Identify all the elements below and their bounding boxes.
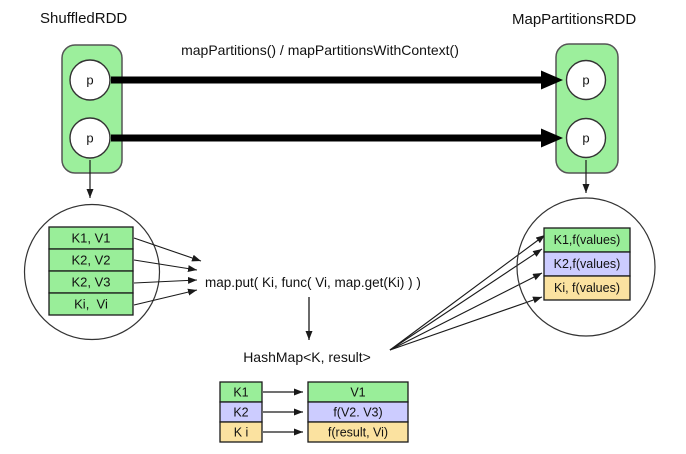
result-row bbox=[543, 275, 631, 301]
right-detail-circle bbox=[516, 197, 656, 337]
thick-arrow-head bbox=[541, 70, 563, 90]
hashmap-value-label: V1 bbox=[350, 386, 365, 400]
left-fan-arrows bbox=[133, 237, 202, 306]
hashmap-value-label: f(V2. V3) bbox=[333, 406, 382, 420]
map-partitions-rdd-title: MapPartitionsRDD bbox=[512, 11, 636, 28]
hashmap-key-label: K1 bbox=[233, 386, 248, 400]
map-partitions-rdd-box: p p bbox=[555, 43, 619, 174]
partition-circle bbox=[69, 59, 111, 101]
kv-row-label: K2, V3 bbox=[71, 275, 110, 290]
partition-p-label: p bbox=[582, 73, 589, 88]
kv-row-label: Ki, Vi bbox=[74, 297, 108, 312]
fan-arrow bbox=[133, 288, 198, 306]
fan-arrow bbox=[389, 296, 543, 351]
hashmap-table: K1 K2 K i V1 f(V2. V3) f(result, Vi) bbox=[219, 381, 409, 443]
partition-circle bbox=[69, 117, 111, 159]
fan-arrow bbox=[389, 272, 543, 351]
kv-row-label: K1, V1 bbox=[71, 231, 110, 246]
right-partition-detail: K1,f(values) K2,f(values) Ki, f(values) bbox=[516, 197, 656, 337]
fan-arrow bbox=[133, 276, 198, 284]
shuffled-rdd-box: p p bbox=[61, 44, 123, 174]
hashmap-value-cell bbox=[307, 421, 409, 443]
result-row-label: Ki, f(values) bbox=[554, 281, 620, 295]
hashmap-key-label: K2 bbox=[233, 406, 248, 420]
kv-row bbox=[48, 292, 134, 316]
fan-arrow bbox=[133, 237, 202, 262]
fan-arrow bbox=[389, 234, 546, 351]
partition-circle bbox=[565, 117, 607, 159]
partition-circle bbox=[565, 59, 607, 101]
left-partition-detail: K1, V1 K2, V2 K2, V3 Ki, Vi bbox=[23, 203, 161, 341]
hashmap-value-label: f(result, Vi) bbox=[328, 426, 388, 440]
transform-label: mapPartitions() / mapPartitionsWithConte… bbox=[181, 42, 459, 58]
kv-row-label: K2, V2 bbox=[71, 253, 110, 268]
result-row-label: K1,f(values) bbox=[554, 233, 621, 247]
result-row bbox=[543, 227, 631, 253]
thick-arrow-head bbox=[541, 128, 563, 148]
fan-arrow bbox=[133, 259, 198, 273]
result-row-label: K2,f(values) bbox=[554, 257, 621, 271]
shuffled-rdd-title: ShuffledRDD bbox=[40, 10, 127, 27]
fan-arrow bbox=[389, 248, 543, 351]
hashmap-key-cell bbox=[219, 421, 263, 443]
partition-transform-arrows bbox=[111, 70, 563, 148]
partition-p-label: p bbox=[86, 73, 93, 88]
map-put-expression: map.put( Ki, func( Vi, map.get(Ki) ) ) bbox=[205, 275, 421, 290]
partition-p-label: p bbox=[86, 131, 93, 146]
left-detail-circle bbox=[23, 203, 161, 341]
partition-p-label: p bbox=[582, 131, 589, 146]
hashmap-key-label: K i bbox=[234, 426, 249, 440]
hashmap-label: HashMap<K, result> bbox=[243, 349, 371, 365]
